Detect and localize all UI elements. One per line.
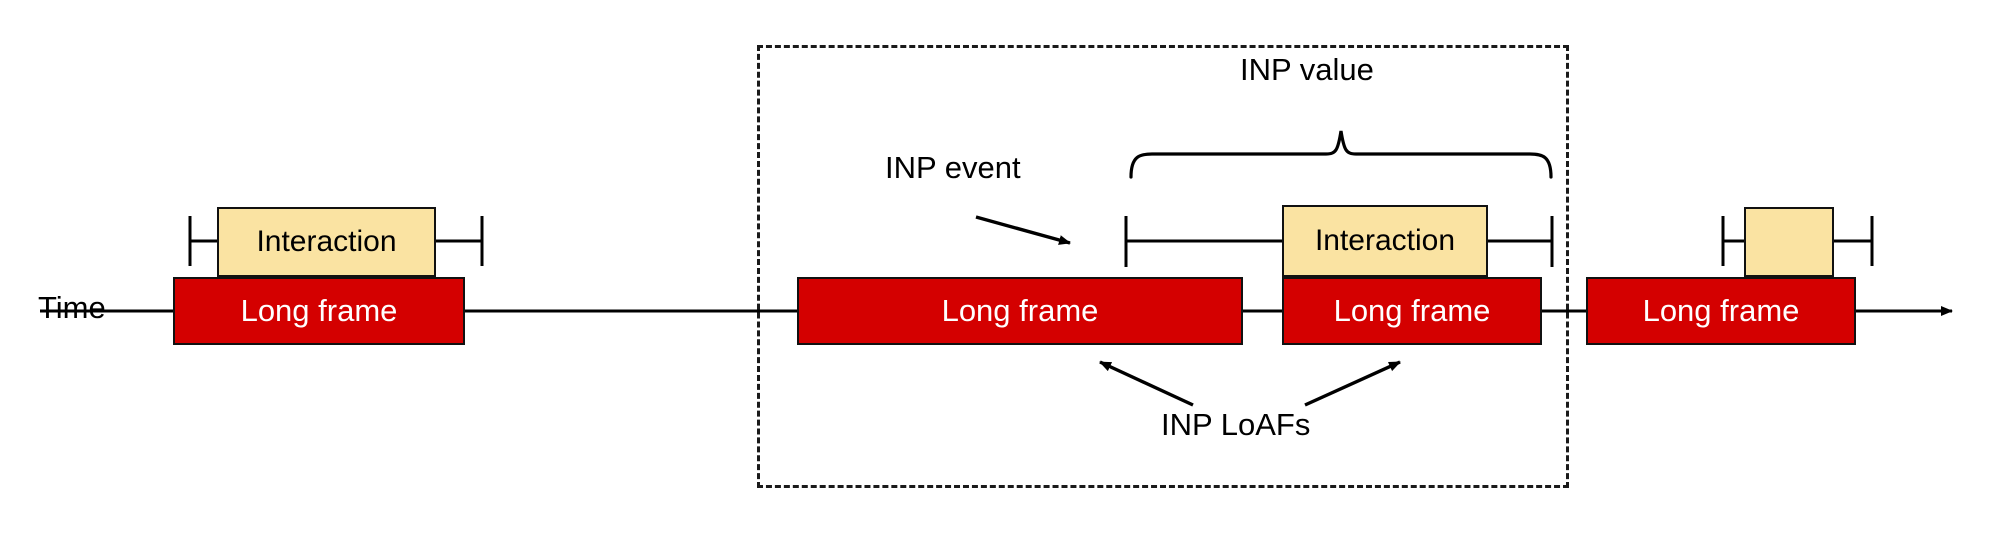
long-frame-box-2: Long frame bbox=[797, 277, 1243, 345]
inp-loafs-label: INP LoAFs bbox=[1161, 407, 1311, 442]
inp-value-label: INP value bbox=[1240, 52, 1374, 87]
inp-loafs-arrow-right bbox=[1304, 360, 1401, 407]
interaction-1-measure-ticks bbox=[188, 216, 484, 266]
interaction-2-measure-ticks bbox=[1124, 216, 1554, 267]
long-frame-box-4-label: Long frame bbox=[1642, 293, 1800, 328]
interaction-box-3 bbox=[1744, 207, 1834, 277]
interaction-box-1: Interaction bbox=[217, 207, 436, 277]
inp-event-label: INP event bbox=[885, 150, 1021, 185]
long-frame-box-1: Long frame bbox=[173, 277, 465, 345]
inp-loafs-arrow-left bbox=[1099, 360, 1194, 407]
inp-value-brace bbox=[1129, 130, 1553, 179]
long-frame-box-2-label: Long frame bbox=[941, 293, 1099, 328]
inp-region-dashed-box bbox=[757, 45, 1569, 488]
long-frame-box-4: Long frame bbox=[1586, 277, 1856, 345]
long-frame-box-1-label: Long frame bbox=[240, 293, 398, 328]
interaction-box-2-label: Interaction bbox=[1314, 224, 1456, 257]
interaction-box-2: Interaction bbox=[1282, 205, 1488, 277]
interaction-3-measure-ticks bbox=[1721, 216, 1874, 266]
long-frame-box-3-label: Long frame bbox=[1333, 293, 1491, 328]
time-axis-label: Time bbox=[38, 290, 106, 325]
interaction-box-1-label: Interaction bbox=[256, 225, 397, 258]
long-frame-box-3: Long frame bbox=[1282, 277, 1542, 345]
inp-event-arrow bbox=[975, 215, 1071, 245]
